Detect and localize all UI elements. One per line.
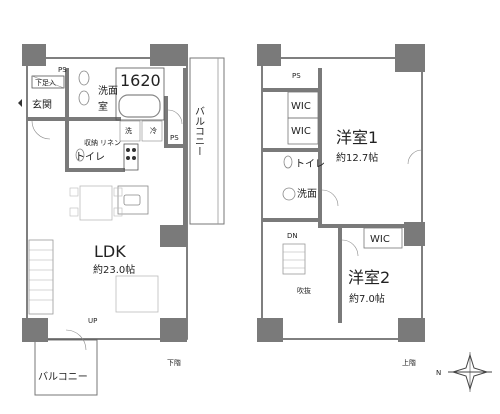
washer-space — [119, 120, 141, 142]
ldk-size-label: 約23.0帖 — [93, 263, 135, 276]
wall — [322, 224, 404, 228]
dining-chair — [113, 187, 123, 197]
wic-label-2: WIC — [291, 126, 311, 137]
door-swing — [31, 120, 51, 140]
up-label: UP — [88, 317, 97, 325]
upper-floor-outline — [261, 57, 423, 340]
compass-north-label: N — [436, 369, 441, 377]
column — [257, 44, 281, 66]
wall — [69, 168, 125, 172]
dining-table — [79, 185, 113, 221]
column — [150, 44, 188, 66]
upper-floor-label: 上階 — [402, 358, 416, 367]
compass: N — [436, 352, 492, 392]
wall — [183, 68, 187, 228]
column — [22, 44, 46, 66]
column — [257, 318, 283, 342]
washroom-label: 洗面 — [297, 188, 317, 200]
column — [22, 318, 48, 342]
balcony-bottom-label: バルコニー — [38, 371, 88, 383]
bathtub-icon — [118, 94, 161, 118]
burner — [126, 156, 130, 160]
washroom-label-2: 室 — [98, 100, 108, 113]
door-swing — [167, 109, 183, 125]
entrance-label: 玄関 — [32, 98, 52, 111]
wall — [262, 88, 322, 92]
room1-label: 洋室1 — [336, 128, 378, 147]
dining-chair — [69, 187, 79, 197]
washbasin-icon — [282, 187, 296, 201]
staircase — [28, 239, 54, 315]
washbasin-icon — [78, 70, 90, 86]
kitchen-counter — [117, 185, 149, 215]
column — [160, 318, 187, 342]
washbasin-icon — [78, 90, 90, 106]
column — [398, 318, 425, 342]
wall — [262, 148, 318, 152]
door-swing — [321, 189, 339, 207]
shoe-storage-label: 下足入 — [35, 79, 56, 87]
door-swing — [65, 329, 87, 351]
stove-icon — [123, 143, 139, 171]
wic-closet — [287, 117, 319, 145]
storage-label: 収納 — [84, 138, 98, 147]
wall — [69, 117, 121, 121]
wall — [318, 68, 322, 228]
fridge-space — [141, 120, 163, 142]
burner — [132, 156, 136, 160]
bath-room-outline — [115, 67, 165, 121]
balcony-bottom-area — [34, 339, 98, 396]
upper-floor: PS WIC WIC 洋室1 約12.7帖 トイレ 洗面 DN WIC 吹抜 洋… — [257, 44, 425, 367]
toilet-label: トイレ — [75, 152, 105, 163]
kitchen-sink-icon — [123, 194, 141, 206]
staircase — [282, 243, 306, 275]
wall — [65, 68, 69, 172]
balcony-right-area — [189, 57, 225, 225]
ldk-label: LDK — [94, 242, 126, 261]
burner — [132, 148, 136, 152]
shoe-storage-outline — [31, 75, 65, 89]
fridge-label: 冷 — [150, 126, 157, 135]
ps-label: PS — [292, 72, 301, 80]
room2-label: 洋室2 — [348, 268, 390, 287]
room1-size-label: 約12.7帖 — [336, 151, 378, 164]
bath-size-label: 1620 — [120, 71, 161, 90]
wall — [164, 96, 168, 144]
room2-size-label: 約7.0帖 — [349, 292, 385, 305]
compass-star-icon — [451, 353, 489, 391]
void-label: 吹抜 — [297, 286, 311, 295]
lower-floor: PS 下足入 玄関 洗面 室 1620 洗 冷 PS 収納 リネン トイレ LD… — [18, 44, 225, 396]
toilet-icon — [75, 148, 85, 162]
dining-chair — [113, 207, 123, 217]
wall — [164, 144, 187, 148]
wic-closet — [363, 227, 403, 249]
balcony-right-label: バルコニー — [193, 106, 205, 156]
wall — [27, 117, 65, 121]
ps-side-label: PS — [170, 134, 179, 142]
toilet-label: トイレ — [295, 159, 325, 170]
entrance-arrow-icon — [18, 99, 22, 107]
lower-floor-label: 下階 — [167, 358, 181, 367]
washroom-label-1: 洗面 — [98, 85, 118, 97]
column — [404, 222, 425, 246]
dining-chair — [69, 207, 79, 217]
burner — [126, 148, 130, 152]
door-swing — [341, 239, 359, 257]
toilet-icon — [283, 155, 293, 169]
washer-label: 洗 — [125, 126, 132, 135]
wic-label-3: WIC — [370, 234, 390, 245]
wall — [262, 218, 322, 222]
ps-label: PS — [58, 66, 67, 74]
column — [395, 44, 425, 72]
linen-label: リネン — [100, 139, 121, 147]
dn-label: DN — [287, 232, 298, 240]
door-swing — [407, 149, 423, 165]
wic-label-1: WIC — [291, 101, 311, 112]
wall — [338, 228, 342, 323]
living-table — [115, 275, 159, 313]
column — [160, 225, 187, 247]
shoe-storage-diagonal — [31, 75, 65, 89]
